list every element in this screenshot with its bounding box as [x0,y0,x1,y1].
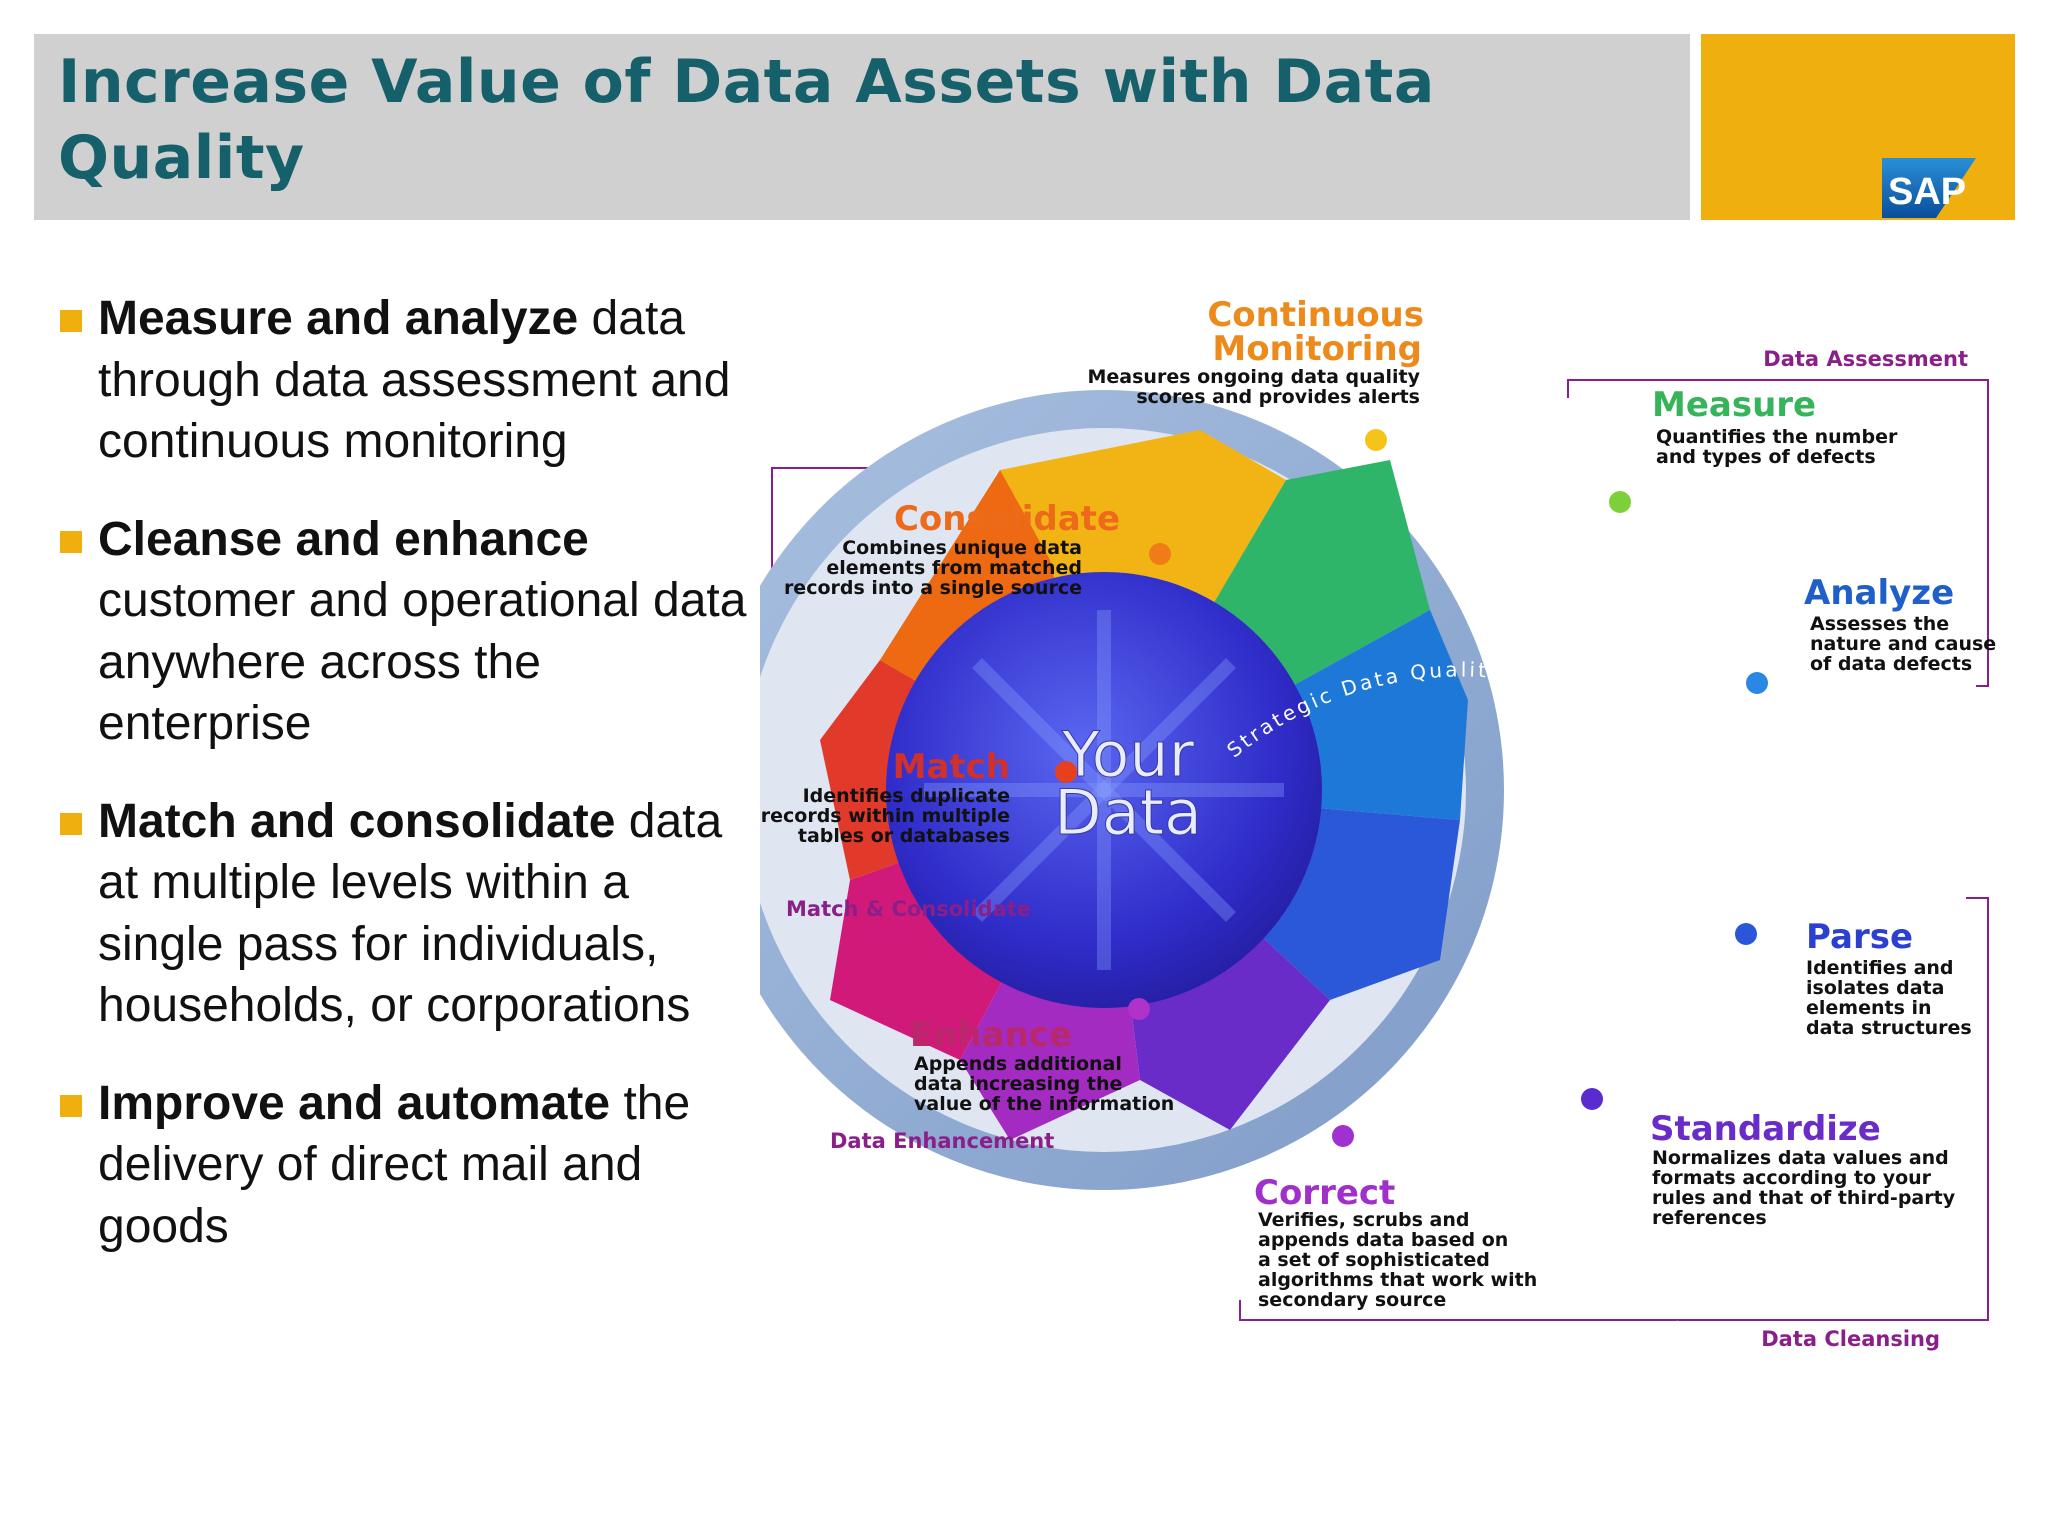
stage-dots [1055,429,1768,1147]
sap-logo: SAP [1882,158,1976,218]
stage-consolidate: Consolidate Combines unique data element… [784,499,1120,599]
page-title: Increase Value of Data Assets with Data … [58,47,1435,193]
svg-text:Continuous: Continuous [1207,295,1424,335]
svg-text:Analyze: Analyze [1804,573,1954,613]
stage-standardize: Standardize Normalizes data values and f… [1650,1109,1956,1229]
svg-text:data increasing the: data increasing the [914,1073,1122,1095]
svg-text:Measures ongoing data quality: Measures ongoing data quality [1088,366,1421,388]
stage-continuous-monitoring: Continuous Monitoring Measures ongoing d… [1088,295,1425,408]
svg-text:tables or databases: tables or databases [798,825,1010,847]
bullet-bold: Improve and automate [98,1076,611,1130]
bullet-marker [60,812,82,835]
bullet-marker [60,1094,82,1117]
svg-text:and types of defects: and types of defects [1656,446,1876,468]
svg-text:of data defects: of data defects [1810,653,1972,675]
svg-text:Monitoring: Monitoring [1212,329,1422,369]
svg-text:algorithms that work with: algorithms that work with [1258,1269,1537,1291]
svg-text:Combines unique data: Combines unique data [842,537,1082,559]
bullet-item: Match and consolidate data at multiple l… [58,791,758,1037]
stage-match: Match Identifies duplicate records withi… [761,747,1010,847]
stage-correct: Correct Verifies, scrubs and appends dat… [1254,1173,1537,1311]
bullet-text: the delivery of direct mail and goods [98,1076,691,1253]
svg-text:Verifies, scrubs and: Verifies, scrubs and [1258,1209,1470,1231]
stage-enhance: Enhance Appends additional data increasi… [910,1015,1174,1115]
core-rays [924,610,1284,970]
bullet-bold: Measure and analyze [98,292,579,345]
bullet-item: Improve and automate the delivery of dir… [58,1073,758,1258]
svg-text:value of the information: value of the information [914,1093,1174,1115]
bullet-item: Cleanse and enhance customer and operati… [58,509,758,755]
group-label-match-consolidate: Match & Consolidate [786,897,1031,921]
bullet-text: customer and operational data anywhere a… [98,574,747,750]
center-label-line2: Data [1054,776,1202,849]
stage-parse: Parse Identifies and isolates data eleme… [1806,917,1972,1039]
svg-text:Measure: Measure [1652,385,1816,425]
center-label-line1: Your [1061,718,1195,791]
svg-text:secondary source: secondary source [1258,1289,1446,1311]
svg-text:elements in: elements in [1806,997,1932,1019]
bullet-marker [60,530,82,553]
stage-analyze: Analyze Assesses the nature and cause of… [1804,573,1996,675]
svg-text:Standardize: Standardize [1650,1109,1881,1149]
svg-text:records into a single source: records into a single source [784,577,1082,599]
stage-measure: Measure Quantifies the number and types … [1652,385,1898,468]
svg-text:isolates data: isolates data [1806,977,1944,999]
bullet-marker [60,310,82,332]
bullet-list: Measure and analyze data through data as… [58,288,758,1293]
svg-text:references: references [1652,1207,1767,1229]
svg-text:Appends additional: Appends additional [914,1053,1122,1075]
svg-text:records within multiple: records within multiple [761,805,1010,827]
svg-text:Identifies duplicate: Identifies duplicate [803,785,1010,807]
svg-text:rules and that of third-party: rules and that of third-party [1652,1187,1956,1209]
svg-text:formats according to your: formats according to your [1652,1167,1932,1189]
logo-text: SAP [1888,171,1966,213]
svg-text:Consolidate: Consolidate [894,499,1120,539]
svg-text:data structures: data structures [1806,1017,1972,1039]
svg-text:elements from matched: elements from matched [826,557,1082,579]
logo-panel [1701,34,2015,220]
svg-text:appends data based on: appends data based on [1258,1229,1508,1251]
svg-text:nature and cause: nature and cause [1810,633,1996,655]
bullet-bold: Cleanse and enhance [98,512,589,566]
svg-text:scores and provides alerts: scores and provides alerts [1136,386,1420,408]
svg-text:Correct: Correct [1254,1173,1395,1213]
svg-text:Assesses the: Assesses the [1810,613,1949,635]
svg-text:Quantifies the number: Quantifies the number [1656,426,1898,448]
svg-text:Normalizes data values and: Normalizes data values and [1652,1147,1949,1169]
svg-text:Enhance: Enhance [910,1015,1072,1055]
group-label-assessment: Data Assessment [1763,347,1968,371]
svg-text:a set of sophisticated: a set of sophisticated [1258,1249,1490,1271]
core-circle [886,572,1322,1008]
svg-text:Match: Match [893,747,1010,787]
bullet-item: Measure and analyze data through data as… [58,288,758,473]
svg-text:Identifies and: Identifies and [1806,957,1954,979]
bullet-text: data through data assessment and continu… [98,292,731,468]
svg-text:Parse: Parse [1806,917,1913,957]
title-bar [34,34,1690,220]
data-quality-wheel: Your Data Strategic Data Quality Consult… [760,295,1996,1380]
group-label-enhancement: Data Enhancement [830,1129,1054,1153]
group-label-cleansing: Data Cleansing [1761,1327,1940,1351]
bullet-text: data at multiple levels within a single … [98,794,723,1033]
bullet-bold: Match and consolidate [98,794,616,848]
